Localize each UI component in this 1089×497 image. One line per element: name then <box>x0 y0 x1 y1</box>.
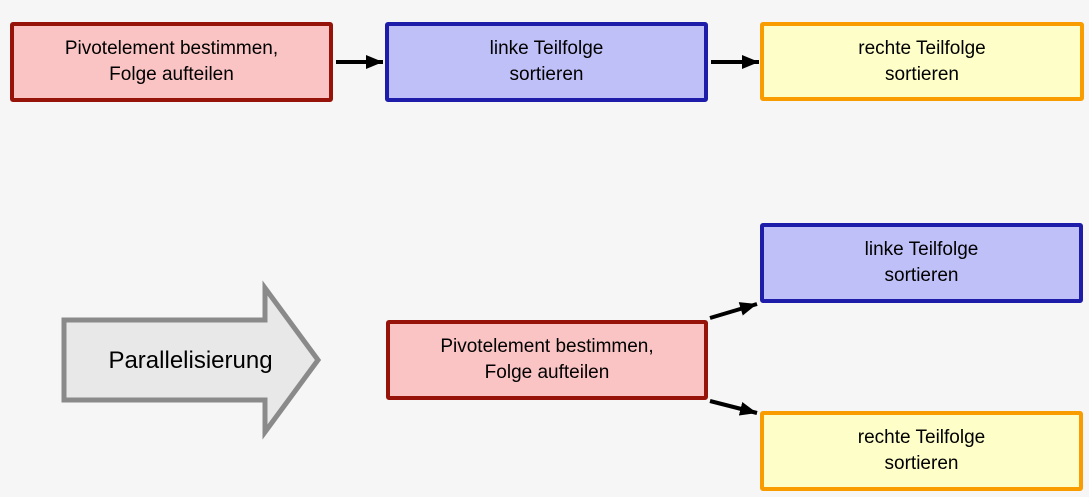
box-label-line2: sortieren <box>885 63 959 85</box>
box-label-line2: sortieren <box>884 265 959 286</box>
arrow-pivot-to-right-parallel <box>709 399 758 416</box>
box-label-line2: Folge aufteilen <box>484 362 610 383</box>
parallel-left-subsequence-box: linke Teilfolge sortieren <box>760 223 1083 303</box>
box-label-line2: sortieren <box>884 453 959 474</box>
sequential-pivot-box: Pivotelement bestimmen, Folge aufteilen <box>10 22 333 102</box>
box-label-line1: linke Teilfolge <box>489 38 604 59</box>
box-label-line2: sortieren <box>509 64 584 85</box>
box-label-line1: Pivotelement bestimmen, <box>440 336 654 357</box>
sequential-right-subsequence-box: rechte Teilfolge sortieren <box>760 22 1084 101</box>
parallelization-arrow-label: Parallelisierung <box>108 347 273 374</box>
box-label-line1: rechte Teilfolge <box>858 37 986 59</box>
arrow-pivot-to-left-parallel <box>709 302 758 320</box>
box-label-line1: Pivotelement bestimmen, <box>64 38 279 59</box>
box-label-line2: Folge aufteilen <box>109 64 234 85</box>
box-label-line1: rechte Teilfolge <box>857 427 986 448</box>
sequential-left-subsequence-box: linke Teilfolge sortieren <box>385 22 708 102</box>
box-label-line1: linke Teilfolge <box>864 239 979 260</box>
parallel-pivot-box: Pivotelement bestimmen, Folge aufteilen <box>386 320 708 400</box>
parallel-right-subsequence-box: rechte Teilfolge sortieren <box>760 411 1083 491</box>
